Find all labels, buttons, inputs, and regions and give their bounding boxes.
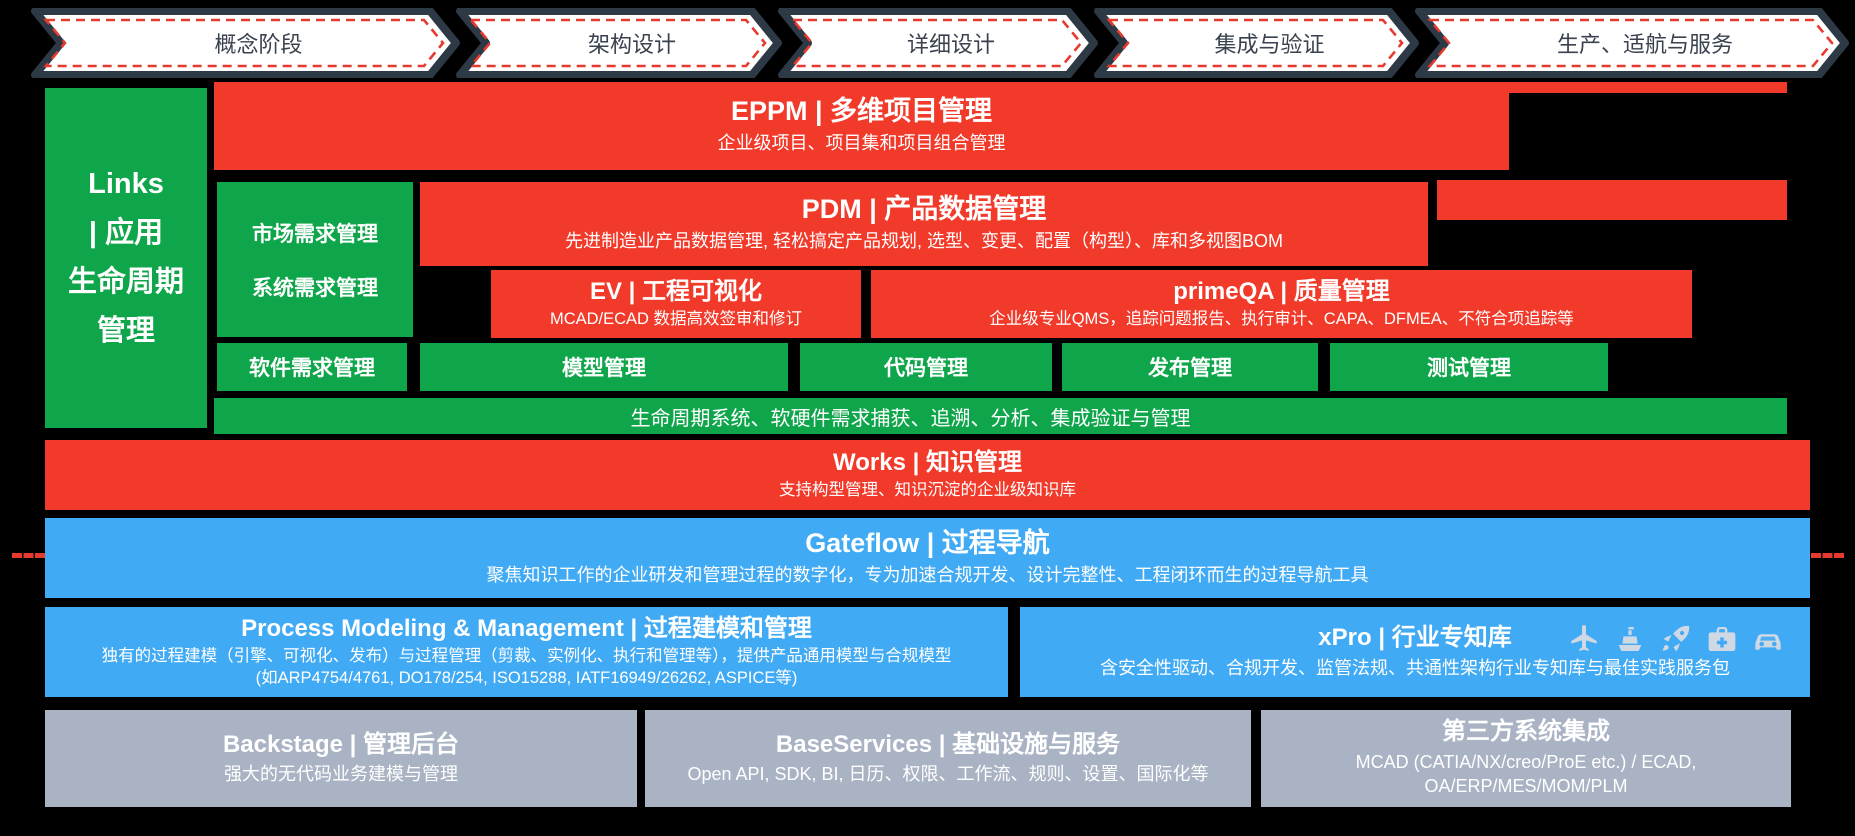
process-modeling-subtitle-line1: 独有的过程建模（引擎、可视化、发布）与过程管理（剪裁、实例化、执行和管理等），提… bbox=[101, 646, 952, 665]
test-mgmt-label: 测试管理 bbox=[1427, 357, 1511, 380]
release-mgmt-block: 发布管理 bbox=[1062, 343, 1318, 391]
backstage-block: Backstage | 管理后台 强大的无代码业务建模与管理 bbox=[45, 710, 637, 807]
ev-subtitle: MCAD/ECAD 数据高效签审和修订 bbox=[549, 309, 803, 328]
pdm-subtitle: 先进制造业产品数据管理, 轻松搞定产品规划, 选型、变更、配置（构型）、库和多视… bbox=[564, 231, 1283, 252]
code-mgmt-label: 代码管理 bbox=[884, 357, 968, 380]
primeqa-block: primeQA | 质量管理 企业级专业QMS，追踪问题报告、执行审计、CAPA… bbox=[871, 270, 1692, 338]
backstage-subtitle: 强大的无代码业务建模与管理 bbox=[224, 764, 458, 785]
code-mgmt-block: 代码管理 bbox=[800, 343, 1052, 391]
links-line: 管理 bbox=[96, 315, 155, 347]
baseservices-block: BaseServices | 基础设施与服务 Open API, SDK, BI… bbox=[645, 710, 1251, 807]
right-edge-dash bbox=[1811, 553, 1844, 558]
phase-label-architecture: 架构设计 bbox=[587, 32, 676, 57]
thirdparty-integration-block: 第三方系统集成 MCAD (CATIA/NX/creo/ProE etc.) /… bbox=[1261, 710, 1791, 807]
phase-label-concept: 概念阶段 bbox=[214, 32, 303, 57]
lifecycle-strip: 生命周期系统、软硬件需求捕获、追溯、分析、集成验证与管理 bbox=[214, 398, 1787, 434]
gateflow-block: Gateflow | 过程导航 聚焦知识工作的企业研发和管理过程的数字化，专为加… bbox=[45, 518, 1810, 598]
market-system-requirements-block: 市场需求管理 系统需求管理 bbox=[217, 182, 413, 337]
links-line: Links bbox=[88, 168, 164, 200]
rocket-icon bbox=[1662, 625, 1690, 652]
market-req-label: 市场需求管理 bbox=[252, 222, 378, 246]
ev-title: EV | 工程可视化 bbox=[589, 278, 763, 306]
xpro-industry-icons bbox=[1568, 623, 1784, 655]
test-mgmt-block: 测试管理 bbox=[1330, 343, 1608, 391]
first-aid-icon bbox=[1708, 627, 1736, 651]
works-subtitle: 支持构型管理、知识沉淀的企业级知识库 bbox=[779, 480, 1076, 499]
software-req-label: 软件需求管理 bbox=[249, 357, 375, 380]
gateflow-subtitle: 聚焦知识工作的企业研发和管理过程的数字化，专为加速合规开发、设计完整性、工程闭环… bbox=[486, 565, 1369, 586]
xpro-title: xPro | 行业专知库 bbox=[1318, 624, 1512, 652]
phase-label-production: 生产、适航与服务 bbox=[1556, 32, 1733, 57]
phase-chevron-row bbox=[31, 8, 1849, 78]
gateflow-title: Gateflow | 过程导航 bbox=[805, 528, 1050, 559]
pdm-block: PDM | 产品数据管理 先进制造业产品数据管理, 轻松搞定产品规划, 选型、变… bbox=[420, 182, 1428, 266]
ev-block: EV | 工程可视化 MCAD/ECAD 数据高效签审和修订 bbox=[491, 270, 861, 338]
xpro-block: xPro | 行业专知库 含安全性驱动、合规开发、监管法规、共通性架构行业专知库… bbox=[1020, 607, 1810, 697]
process-modeling-block: Process Modeling & Management | 过程建模和管理 … bbox=[45, 607, 1008, 697]
release-mgmt-label: 发布管理 bbox=[1148, 357, 1232, 380]
thirdparty-subtitle-line2: OA/ERP/MES/MOM/PLM bbox=[1424, 776, 1628, 797]
process-modeling-title: Process Modeling & Management | 过程建模和管理 bbox=[241, 614, 812, 642]
eppm-subtitle: 企业级项目、项目集和项目组合管理 bbox=[717, 133, 1006, 154]
eppm-right-strip bbox=[1509, 82, 1787, 93]
works-title: Works | 知识管理 bbox=[833, 449, 1022, 477]
primeqa-title: primeQA | 质量管理 bbox=[1173, 278, 1390, 306]
primeqa-subtitle: 企业级专业QMS，追踪问题报告、执行审计、CAPA、DFMEA、不符合项追踪等 bbox=[989, 309, 1574, 328]
process-modeling-subtitle-line2: (如ARP4754/4761, DO178/254, ISO15288, IAT… bbox=[255, 668, 798, 687]
system-req-label: 系统需求管理 bbox=[252, 276, 378, 300]
pdm-right-strip bbox=[1437, 180, 1787, 220]
baseservices-title: BaseServices | 基础设施与服务 bbox=[775, 730, 1121, 758]
links-alm-column: Links | 应用 生命周期 管理 bbox=[45, 88, 207, 428]
links-line: 生命周期 bbox=[67, 266, 184, 298]
phase-label-detail: 详细设计 bbox=[906, 32, 995, 57]
thirdparty-title: 第三方系统集成 bbox=[1442, 718, 1610, 746]
ship-icon bbox=[1618, 627, 1642, 651]
left-edge-dash bbox=[12, 553, 45, 558]
lifecycle-strip-text: 生命周期系统、软硬件需求捕获、追溯、分析、集成验证与管理 bbox=[630, 407, 1191, 430]
pdm-title: PDM | 产品数据管理 bbox=[801, 194, 1047, 225]
backstage-title: Backstage | 管理后台 bbox=[222, 730, 460, 758]
phase-label-integration: 集成与验证 bbox=[1214, 32, 1325, 57]
model-mgmt-block: 模型管理 bbox=[420, 343, 788, 391]
airplane-icon bbox=[1571, 625, 1597, 651]
car-icon bbox=[1755, 634, 1781, 650]
links-line: | 应用 bbox=[88, 217, 164, 249]
software-req-block: 软件需求管理 bbox=[217, 343, 407, 391]
thirdparty-subtitle-line1: MCAD (CATIA/NX/creo/ProE etc.) / ECAD, bbox=[1355, 752, 1697, 772]
works-block: Works | 知识管理 支持构型管理、知识沉淀的企业级知识库 bbox=[45, 440, 1810, 510]
xpro-subtitle: 含安全性驱动、合规开发、监管法规、共通性架构行业专知库与最佳实践服务包 bbox=[1100, 657, 1730, 678]
eppm-block: EPPM | 多维项目管理 企业级项目、项目集和项目组合管理 bbox=[214, 82, 1509, 170]
baseservices-subtitle: Open API, SDK, BI, 日历、权限、工作流、规则、设置、国际化等 bbox=[687, 764, 1209, 785]
eppm-title: EPPM | 多维项目管理 bbox=[730, 96, 993, 127]
phase-chevron bbox=[778, 8, 1098, 78]
phase-chevron bbox=[456, 8, 782, 78]
phase-chevron bbox=[31, 8, 460, 78]
phase-chevron bbox=[1415, 8, 1849, 78]
phase-chevron bbox=[1094, 8, 1419, 78]
model-mgmt-label: 模型管理 bbox=[562, 357, 646, 380]
